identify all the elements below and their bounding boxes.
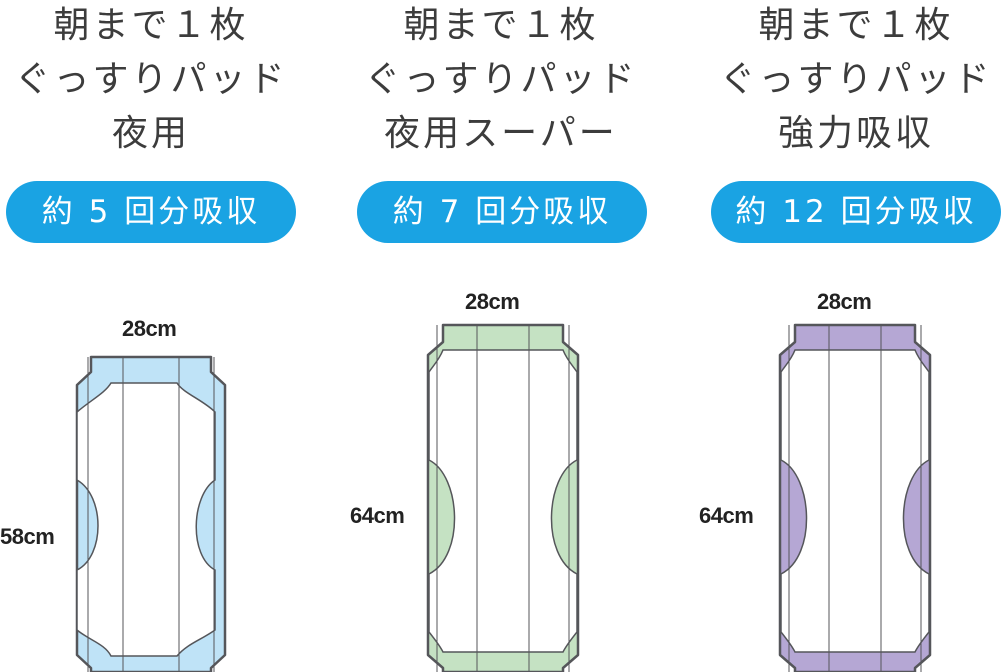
length-label: 58cm [0, 524, 55, 549]
width-label: 28cm [817, 289, 872, 314]
product-title: 朝まで１枚 ぐっすりパッド 夜用スーパー [341, 0, 661, 160]
length-label: 64cm [699, 503, 754, 528]
title-line: 朝まで１枚 [53, 5, 249, 46]
title-line: ぐっすりパッド [364, 59, 638, 100]
title-line: ぐっすりパッド [719, 59, 993, 100]
product-title: 朝まで１枚 ぐっすりパッド 夜用 [0, 0, 311, 160]
pad-absorbent-core [428, 349, 578, 653]
title-line: ぐっすりパッド [14, 59, 288, 100]
title-line: 朝まで１枚 [403, 5, 599, 46]
pad-absorbent-core [780, 349, 930, 653]
absorption-badge: 約 5 回分吸収 [6, 181, 296, 243]
title-line: 朝まで１枚 [758, 5, 954, 46]
title-line: 夜用 [111, 113, 190, 154]
product-card-strong-absorption: 朝まで１枚 ぐっすりパッド 強力吸収 約 12 回分吸収 28cm 64cm [696, 0, 1001, 672]
width-label: 28cm [122, 316, 177, 341]
pad-illustration [426, 323, 580, 672]
title-line: 夜用スーパー [384, 113, 618, 154]
absorption-badge: 約 7 回分吸収 [357, 181, 647, 243]
pad-absorbent-core [76, 382, 216, 657]
pad-illustration [75, 355, 227, 672]
length-label: 64cm [350, 503, 405, 528]
product-card-night: 朝まで１枚 ぐっすりパッド 夜用 約 5 回分吸収 28cm 58cm [0, 0, 311, 672]
product-card-night-super: 朝まで１枚 ぐっすりパッド 夜用スーパー 約 7 回分吸収 28cm 64cm [341, 0, 661, 672]
width-label: 28cm [465, 289, 520, 314]
pad-illustration [778, 323, 932, 672]
product-title: 朝まで１枚 ぐっすりパッド 強力吸収 [696, 0, 1001, 160]
title-line: 強力吸収 [777, 113, 934, 154]
absorption-badge: 約 12 回分吸収 [711, 181, 1001, 243]
